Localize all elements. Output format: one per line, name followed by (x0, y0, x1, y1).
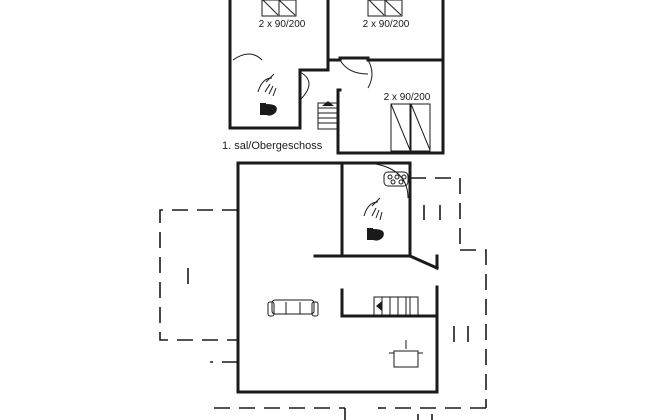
ground-floor (159, 161, 487, 420)
bed-2: 2 x 90/200 (363, 0, 410, 30)
sofa-icon (267, 299, 319, 317)
stairs-icon (317, 101, 339, 130)
door-arc-bath-2 (299, 71, 310, 101)
bed-1-label: 2 x 90/200 (259, 19, 306, 30)
toilet-icon (367, 228, 384, 241)
cooking-pot-icon (389, 340, 423, 368)
door-arc-bath (232, 53, 263, 61)
toilet-icon (260, 103, 277, 116)
upper-floor: 2 x 90/200 2 x 90/200 2 x 90/200 (222, 0, 445, 155)
upper-floor-label: 1. sal/Obergeschoss (222, 140, 323, 152)
bed-2-label: 2 x 90/200 (363, 19, 410, 30)
stove-icon (383, 171, 409, 187)
bed-3-label: 2 x 90/200 (384, 92, 431, 103)
ground-right-step (408, 254, 439, 270)
shower-icon (363, 197, 383, 221)
door-arc-room-2 (367, 59, 373, 89)
bed-1: 2 x 90/200 (259, 0, 306, 30)
stairs-icon (373, 296, 419, 317)
bed-3: 2 x 90/200 (384, 92, 431, 152)
shower-icon (257, 73, 277, 97)
door-arc-ground-bath (369, 162, 409, 199)
door-arc-room (339, 59, 369, 75)
terrace-outline (159, 177, 487, 420)
upper-outer-wall (228, 0, 445, 130)
